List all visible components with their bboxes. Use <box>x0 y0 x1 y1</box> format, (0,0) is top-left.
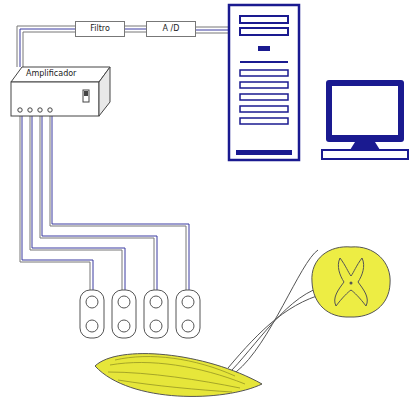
node-label: Filtro <box>90 25 110 33</box>
muscle <box>95 354 262 397</box>
filter-box: Filtro <box>75 21 125 37</box>
converter-box: A /D <box>146 21 196 37</box>
cable-connector <box>125 26 146 32</box>
electrodes <box>80 290 200 338</box>
computer-monitor <box>322 80 408 159</box>
cable-connector <box>17 26 75 67</box>
amplifier-box: Amplificador <box>10 66 112 118</box>
node-label: Amplificador <box>26 70 76 78</box>
spinal-cord <box>312 247 390 317</box>
computer-tower <box>229 5 299 160</box>
node-label: A /D <box>163 25 180 33</box>
electrode-wires <box>20 112 189 290</box>
